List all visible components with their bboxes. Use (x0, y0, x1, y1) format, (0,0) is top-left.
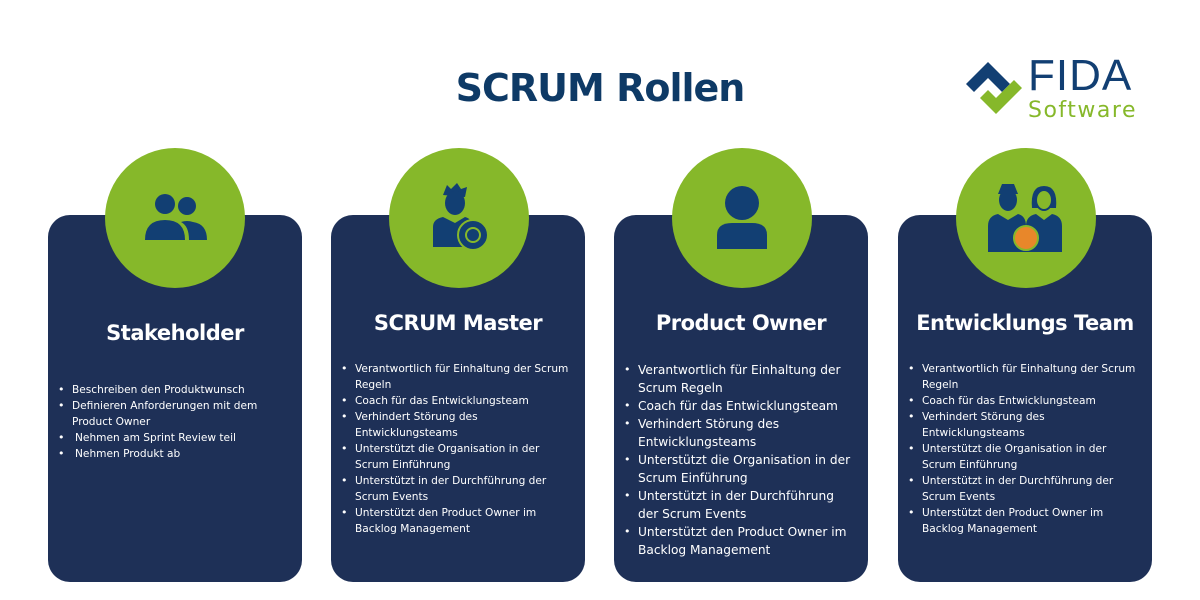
card-list: Beschreiben den Produktwunsch Definieren… (58, 382, 288, 462)
list-item: Definieren Anforderungen mit dem Product… (58, 398, 288, 430)
list-item: Verhindert Störung des Entwicklungsteams (624, 415, 854, 451)
card-list: Verantwortlich für Einhaltung der Scrum … (908, 361, 1138, 537)
list-item: Unterstützt die Organisation in der Scru… (624, 451, 854, 487)
list-item: Coach für das Entwicklungsteam (624, 397, 854, 415)
card-list: Verantwortlich für Einhaltung der Scrum … (624, 361, 854, 559)
card-list: Verantwortlich für Einhaltung der Scrum … (341, 361, 571, 537)
list-item: Unterstützt den Product Owner im Backlog… (624, 523, 854, 559)
scrum-master-badge (389, 148, 529, 288)
page-title: SCRUM Rollen (455, 66, 746, 110)
list-item: Unterstützt den Product Owner im Backlog… (341, 505, 571, 537)
list-item: Unterstützt in der Durchführung der Scru… (624, 487, 854, 523)
users-icon (145, 194, 207, 240)
team-badge (956, 148, 1096, 288)
card-product-owner: Product Owner Verantwortlich für Einhalt… (614, 215, 868, 582)
card-title: Product Owner (655, 311, 827, 335)
product-owner-badge (672, 148, 812, 288)
stakeholder-badge (105, 148, 245, 288)
list-item: Coach für das Entwicklungsteam (341, 393, 571, 409)
card-title: Stakeholder (106, 321, 244, 345)
card-scrum-master: SCRUM Master Verantwortlich für Einhaltu… (331, 215, 585, 582)
logo-text: FIDA (1028, 51, 1133, 100)
list-item: Coach für das Entwicklungsteam (908, 393, 1138, 409)
list-item: Nehmen am Sprint Review teil (58, 430, 288, 446)
list-item: Verantwortlich für Einhaltung der Scrum … (908, 361, 1138, 393)
logo-subtext: Software (1028, 98, 1137, 123)
list-item: Verantwortlich für Einhaltung der Scrum … (624, 361, 854, 397)
list-item: Unterstützt die Organisation in der Scru… (908, 441, 1138, 473)
list-item: Unterstützt den Product Owner im Backlog… (908, 505, 1138, 537)
card-title: Entwicklungs Team (916, 311, 1134, 335)
list-item: Verhindert Störung des Entwicklungsteams (341, 409, 571, 441)
list-item: Unterstützt die Organisation in der Scru… (341, 441, 571, 473)
list-item: Beschreiben den Produktwunsch (58, 382, 288, 398)
team-icon (988, 184, 1062, 252)
list-item: Unterstützt in der Durchführung der Scru… (908, 473, 1138, 505)
user-icon (717, 186, 767, 249)
list-item: Unterstützt in der Durchführung der Scru… (341, 473, 571, 505)
fida-logo: FIDA Software (962, 51, 1152, 125)
list-item: Verantwortlich für Einhaltung der Scrum … (341, 361, 571, 393)
fida-logo-mark-icon (966, 62, 1022, 114)
card-title: SCRUM Master (373, 311, 543, 335)
list-item: Nehmen Produkt ab (58, 446, 288, 462)
scrum-master-icon (433, 183, 489, 251)
list-item: Verhindert Störung des Entwicklungsteams (908, 409, 1138, 441)
card-entwicklungs-team: Entwicklungs Team Verantwortlich für Ein… (898, 215, 1152, 582)
